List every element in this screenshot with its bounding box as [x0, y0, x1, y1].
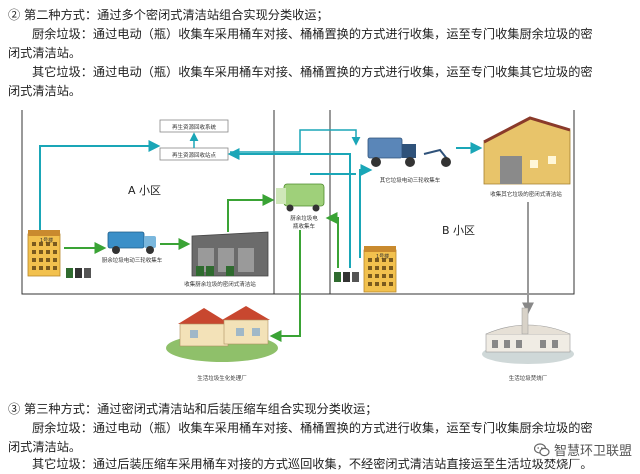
other-station-icon: [483, 116, 571, 185]
bins-b-icon: [334, 272, 359, 282]
section-2-other-line2: 闭式清洁站。: [8, 84, 82, 98]
building-a-icon: [27, 230, 61, 277]
food-plant-icon: [166, 306, 278, 362]
other-trike-icon: [367, 137, 451, 167]
watermark: 智慧环卫联盟: [531, 440, 634, 459]
watermark-label: 智慧环卫联盟: [553, 444, 632, 459]
other-station-label: 收集其它垃圾的密闭式清洁站: [490, 190, 562, 198]
recycle-system-box: [159, 119, 229, 133]
food-plant-label: 生活垃圾生化处理厂: [197, 374, 247, 382]
zone-b-label: B 小区: [442, 224, 475, 237]
incineration-plant-label: 生活垃圾焚烧厂: [509, 374, 548, 382]
kitchen-station-icon: [191, 231, 269, 277]
building-a-label: 1号楼: [40, 237, 53, 244]
section-3-heading: ③ 第三种方式：通过密闭式清洁站和后装压缩车组合实现分类收运；: [8, 402, 378, 416]
building-b-icon: [363, 246, 397, 293]
recycle-system-label: 再生资源回收系统: [172, 123, 217, 131]
bins-a-icon: [66, 268, 91, 278]
kitchen-truck-icon: [276, 183, 325, 212]
other-trike-label: 其它垃圾电动三轮收集车: [380, 176, 441, 184]
building-b-label: 1号楼: [376, 253, 389, 260]
section-3-kitchen-line2: 闭式清洁站。: [8, 440, 82, 454]
section-2-other-line1: 其它垃圾：通过电动（瓶）收集车采用桶车对接、桶桶置换的方式进行收集，运至专门收集…: [32, 65, 593, 79]
kitchen-truck-label-1: 厨余垃圾电: [290, 214, 318, 222]
kitchen-trike-label: 厨余垃圾电动三轮收集车: [102, 256, 163, 264]
wechat-icon: [533, 442, 550, 456]
section-3-other-line1: 其它垃圾：通过后装压缩车采用桶车对接的方式巡回收集，不经密闭式清洁站直接运至生活…: [32, 457, 593, 471]
section-2-heading: ② 第二种方式：通过多个密闭式清洁站组合实现分类收运；: [8, 8, 329, 22]
waste-collection-diagram: 再生资源回收系统 再生资源回收站点 A 小区 B 小区 1号楼 厨余垃圾电动三轮…: [21, 110, 575, 382]
kitchen-truck-label-2: 瓶收集车: [293, 222, 316, 230]
kitchen-trike-icon: [107, 231, 156, 254]
incineration-plant-icon: [482, 307, 574, 364]
section-3-kitchen-line1: 厨余垃圾：通过电动（瓶）收集车采用桶车对接、桶桶置换的方式进行收集，运至专门收集…: [32, 421, 593, 435]
zone-a-label: A 小区: [128, 184, 161, 197]
recycle-station-label: 再生资源回收站点: [172, 151, 217, 159]
kitchen-station-label: 收集厨余垃圾的密闭式清洁站: [184, 280, 256, 288]
section-2-kitchen-line1: 厨余垃圾：通过电动（瓶）收集车采用桶车对接、桶桶置换的方式进行收集，运至专门收集…: [32, 27, 593, 41]
section-2-kitchen-line2: 闭式清洁站。: [8, 46, 82, 60]
